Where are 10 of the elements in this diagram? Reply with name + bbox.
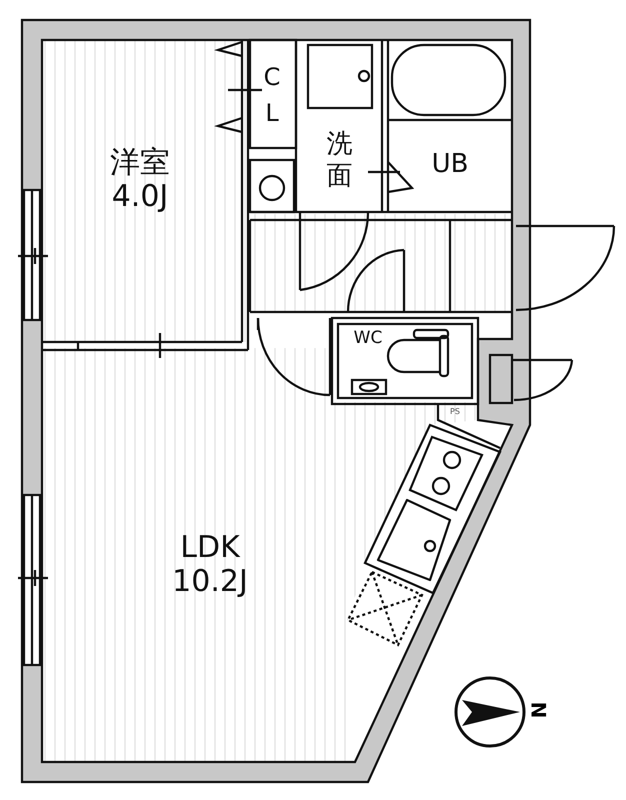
room-name: LDK <box>180 530 240 565</box>
room-name: 洗面 <box>326 128 354 192</box>
room-name: UB <box>432 150 468 180</box>
room-area: 10.2J <box>172 565 248 600</box>
north-label: N <box>528 702 548 718</box>
room-area: 4.0J <box>112 180 168 214</box>
room-name: C L <box>262 62 282 129</box>
room-name: PS <box>450 407 460 417</box>
room-name: WC <box>354 329 382 349</box>
room-name: 洋室 <box>110 146 170 180</box>
